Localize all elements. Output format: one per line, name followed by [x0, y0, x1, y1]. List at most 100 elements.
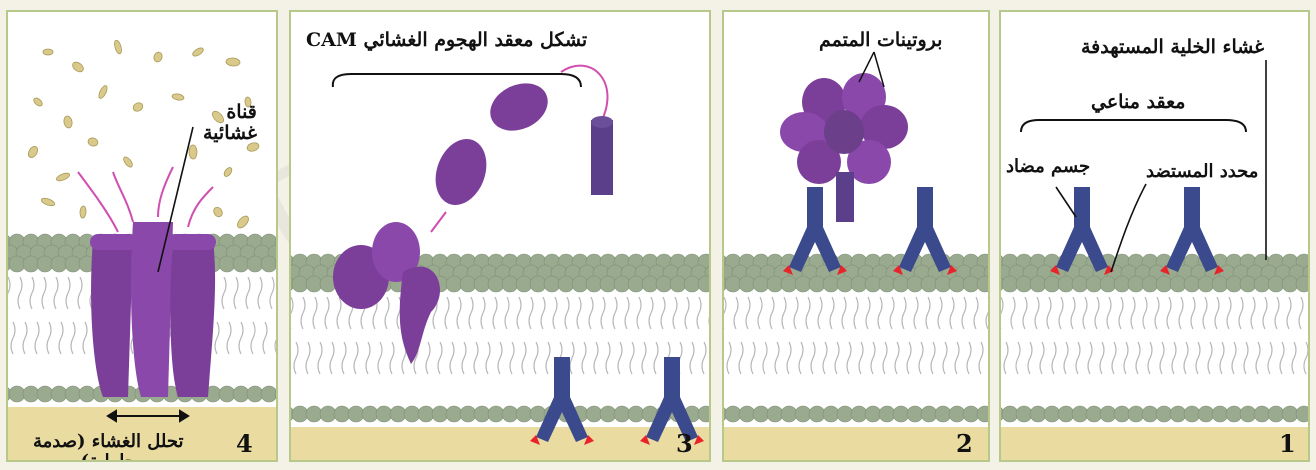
- lipid-tail: [782, 297, 786, 329]
- lipid-head: [949, 276, 965, 292]
- lipid-head: [1282, 406, 1298, 422]
- lipid-head: [404, 406, 420, 422]
- lipid-tail: [1100, 342, 1104, 374]
- lipid-tail: [1119, 297, 1123, 329]
- lipid-tail: [83, 322, 87, 354]
- lipid-tail: [8, 277, 10, 309]
- lipid-tail: [227, 322, 231, 354]
- lipid-tail: [1280, 342, 1284, 374]
- lipid-tail: [1143, 297, 1147, 329]
- lipid-head: [1016, 406, 1032, 422]
- lipid-head: [530, 406, 546, 422]
- lipid-head: [795, 276, 811, 292]
- lipid-head: [1002, 406, 1018, 422]
- lipid-head: [1030, 276, 1046, 292]
- lipid-head: [23, 256, 39, 272]
- lipid-head: [963, 276, 979, 292]
- lipid-tail: [1251, 297, 1255, 329]
- lipid-head: [9, 256, 25, 272]
- lipid-tail: [59, 322, 63, 354]
- lipid-tail: [294, 342, 298, 374]
- lipid-head: [1156, 406, 1172, 422]
- lipid-head: [502, 276, 518, 292]
- label-epitope: محدد المستضد: [1146, 162, 1258, 182]
- lipid-head: [1114, 406, 1130, 422]
- lipid-tail: [661, 297, 665, 329]
- lipid-head: [1198, 406, 1214, 422]
- lipid-head: [306, 276, 322, 292]
- lipid-head: [1198, 276, 1214, 292]
- lipid-head: [432, 406, 448, 422]
- panel-1: غشاء الخلية المستهدفة معقد مناعي جسم مضا…: [999, 10, 1310, 462]
- lipid-head: [65, 386, 81, 402]
- lipid-tail: [215, 322, 219, 354]
- panel-number: 3: [676, 429, 693, 458]
- lipid-tail: [1016, 342, 1020, 374]
- label-immune-complex: معقد مناعي: [1091, 92, 1185, 113]
- lipid-tail: [1184, 342, 1188, 374]
- lipid-tail: [577, 297, 581, 329]
- lipid-tail: [30, 277, 34, 309]
- lipid-head: [488, 406, 504, 422]
- panel-2: بروتينات المتمم 2: [722, 10, 990, 462]
- lipid-head: [37, 386, 53, 402]
- lipid-tail: [1035, 297, 1039, 329]
- panel-1-illustration: [1001, 12, 1310, 462]
- lipid-tail: [751, 342, 755, 374]
- lipid-tail: [1215, 297, 1219, 329]
- lipid-head: [781, 406, 797, 422]
- lipid-head: [1086, 276, 1102, 292]
- label-cam: تشكل معقد الهجوم الغشائي CAM: [306, 30, 587, 51]
- panel-number: 1: [1279, 429, 1296, 458]
- lipid-tail: [1292, 342, 1296, 374]
- lipid-tail: [251, 322, 255, 354]
- lipid-head: [767, 406, 783, 422]
- lipid-tail: [847, 342, 851, 374]
- panel-4: قناة غشائية تحلل الغشاء (صدمة حلولية) 4: [6, 10, 278, 462]
- lipid-tail: [330, 342, 334, 374]
- lipid-head: [1268, 406, 1284, 422]
- lipid-tail: [270, 277, 274, 309]
- lipid-head: [837, 276, 853, 292]
- lipid-tail: [1047, 297, 1051, 329]
- lipid-tail: [1064, 342, 1068, 374]
- lipid-tail: [239, 322, 243, 354]
- lipid-head: [893, 276, 909, 292]
- lipid-tail: [1059, 297, 1063, 329]
- lipid-tail: [313, 297, 317, 329]
- lipid-tail: [517, 297, 521, 329]
- lipid-tail: [1160, 342, 1164, 374]
- lipid-head: [767, 276, 783, 292]
- lipid-tail: [570, 342, 574, 374]
- lipid-head: [1072, 406, 1088, 422]
- debris-particle: [55, 172, 70, 183]
- lipid-head: [1072, 276, 1088, 292]
- lipid-tail: [1071, 297, 1075, 329]
- panel-number: 4: [236, 429, 253, 458]
- lipid-tail: [763, 342, 767, 374]
- lipid-head: [935, 276, 951, 292]
- lipid-head: [949, 406, 965, 422]
- lipid-head: [79, 386, 95, 402]
- lipid-head: [600, 276, 616, 292]
- lipid-head: [865, 406, 881, 422]
- debris-particle: [40, 197, 55, 207]
- lipid-tail: [685, 297, 689, 329]
- lipid-tail: [806, 297, 810, 329]
- bracket-icon: [333, 74, 581, 87]
- membrane-bilayer: [1001, 254, 1310, 462]
- lipid-tail: [854, 297, 858, 329]
- lipid-head: [698, 406, 711, 422]
- lipid-tail: [979, 342, 983, 374]
- lipid-tail: [1124, 342, 1128, 374]
- lipid-tail: [1263, 297, 1267, 329]
- lipid-tail: [962, 297, 966, 329]
- lipid-tail: [11, 322, 15, 354]
- lipid-head: [809, 406, 825, 422]
- lipid-tail: [775, 342, 779, 374]
- debris-particle: [226, 57, 241, 66]
- lipid-head: [1268, 276, 1284, 292]
- lipid-tail: [498, 342, 502, 374]
- debris-particle: [26, 145, 39, 159]
- lipid-tail: [450, 342, 454, 374]
